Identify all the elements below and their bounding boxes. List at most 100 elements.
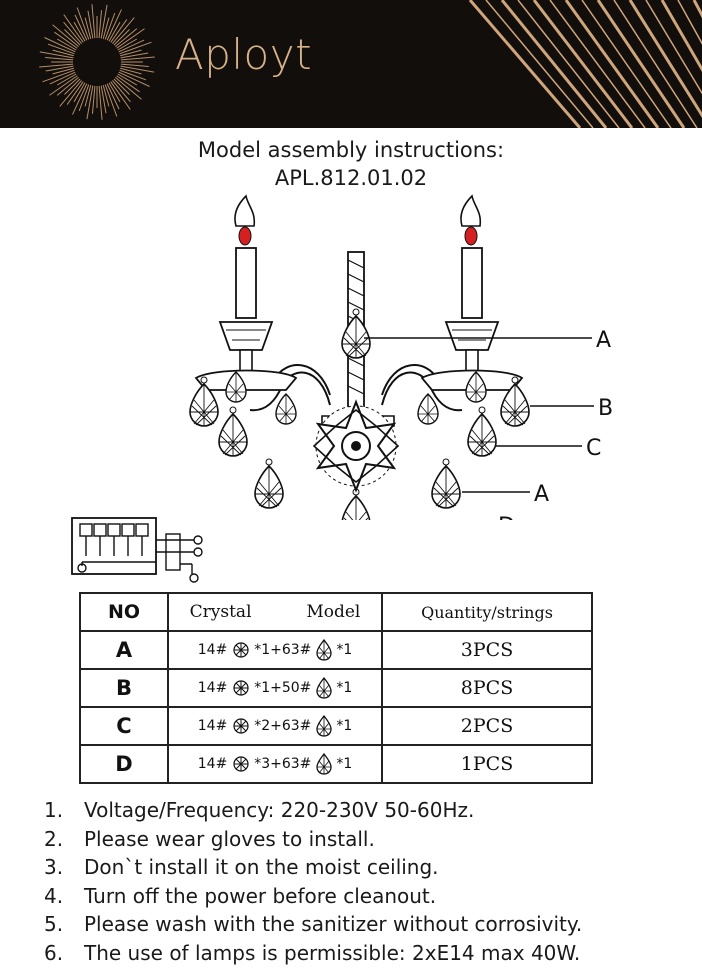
callout-label-a2: A (534, 482, 549, 507)
list-item: 4.Turn off the power before cleanout. (44, 882, 582, 911)
brand-header: Aployt (0, 0, 702, 128)
sunburst-ray (112, 17, 135, 44)
list-item: 6.The use of lamps is permissible: 2xE14… (44, 939, 582, 968)
round-crystal-icon (233, 680, 249, 696)
sunburst-ray (117, 73, 138, 86)
sconce-diagram: A B C A D (189, 194, 613, 520)
decorative-ray (468, 0, 582, 128)
row-crystal-model: 14# *1+50# *1 (167, 668, 383, 708)
sunburst-ray (59, 80, 82, 107)
wiring-diagram (71, 517, 203, 583)
model-count: *1 (336, 718, 353, 734)
sunburst-ray (45, 56, 74, 61)
sunburst-ray (56, 73, 77, 86)
callout-label-a: A (596, 328, 611, 353)
sunburst-ray (113, 78, 130, 95)
sunburst-ray (63, 21, 82, 44)
sunburst-ray (44, 37, 76, 53)
right-candle (420, 194, 524, 391)
sunburst-ray (54, 31, 78, 49)
note-text: Voltage/Frequency: 220-230V 50-60Hz. (84, 798, 475, 822)
sunburst-ray (106, 9, 122, 41)
sunburst-ray (120, 67, 142, 75)
crystal-code: 14# (197, 718, 228, 734)
decorative-ray (645, 0, 702, 95)
sunburst-ray (120, 63, 149, 68)
sunburst-ray (52, 24, 79, 47)
crystal-code: 14# (197, 756, 228, 772)
sunburst-ray (47, 43, 75, 55)
model-code: *1+50# (254, 680, 312, 696)
sunburst-ray (73, 82, 86, 103)
model-code: *2+63# (254, 718, 312, 734)
decorative-ray (660, 0, 702, 73)
sunburst-ray (119, 41, 152, 55)
wall-plate (312, 399, 400, 493)
row-quantity: 8PCS (381, 668, 593, 708)
model-count: *1 (336, 756, 353, 772)
decorative-ray (564, 0, 660, 128)
drop-crystal-icon (316, 677, 332, 699)
drop-crystal-icon (316, 715, 332, 737)
drop-crystal-icon (316, 753, 332, 775)
sunburst-ray (120, 56, 155, 61)
sunburst-ray (110, 19, 128, 43)
col-header-no: NO (79, 592, 169, 632)
sun-disc-icon (77, 42, 117, 82)
note-number: 1. (44, 798, 64, 822)
page-title: Model assembly instructions: (197, 138, 505, 162)
model-code: *1+63# (254, 642, 312, 658)
sunburst-ray (56, 38, 77, 51)
sunburst-ray (76, 7, 90, 40)
list-item: 1. Voltage/Frequency: 220-230V 50-60Hz. (44, 796, 582, 825)
sunburst-graphic (39, 0, 702, 128)
sunburst-ray (120, 52, 149, 59)
list-item: 2.Please wear gloves to install. (44, 825, 582, 854)
note-text: Turn off the power before cleanout. (84, 883, 437, 908)
sunburst-ray (116, 28, 145, 49)
decorative-ray (628, 0, 702, 119)
sunburst-ray (120, 49, 142, 57)
round-crystal-icon (233, 642, 249, 658)
callout-lines (364, 337, 594, 493)
sunburst-ray (108, 82, 121, 103)
sunburst-ray (104, 12, 116, 40)
callout-label-c: C (586, 436, 601, 461)
note-text: Please wash with the sanitizer without c… (84, 912, 583, 937)
sunburst-ray (118, 71, 150, 87)
sunburst-ray (119, 69, 147, 81)
row-no: A (79, 630, 169, 670)
sunburst-ray (66, 81, 84, 105)
crystal-code: 14# (197, 680, 228, 696)
note-number: 2. (44, 826, 64, 851)
sunburst-ray (106, 83, 120, 110)
model-count: *1 (336, 680, 353, 696)
sunburst-ray (78, 84, 90, 112)
sunburst-ray (98, 85, 103, 120)
sunburst-ray (87, 10, 94, 39)
row-crystal-model: 14# *3+63# *1 (167, 744, 383, 784)
sunburst-ray (49, 75, 78, 96)
sunburst-ray (39, 63, 74, 68)
sunburst-ray (120, 65, 155, 73)
brand-logo-text: Aployt (175, 30, 313, 79)
decorative-ray (677, 0, 702, 45)
row-no: C (79, 706, 169, 746)
sunburst-ray (98, 10, 103, 39)
sunburst-ray (113, 29, 130, 46)
sunburst-ray (39, 51, 74, 59)
sunburst-ray (91, 85, 96, 114)
row-no: D (79, 744, 169, 784)
model-number: APL.812.01.02 (274, 166, 428, 190)
decorative-ray (613, 0, 698, 128)
decorative-ray (532, 0, 634, 128)
model-count: *1 (336, 642, 353, 658)
sunburst-ray (84, 17, 92, 39)
sunburst-ray (45, 65, 74, 72)
sunburst-ray (115, 77, 142, 100)
sunburst-ray (72, 83, 88, 115)
